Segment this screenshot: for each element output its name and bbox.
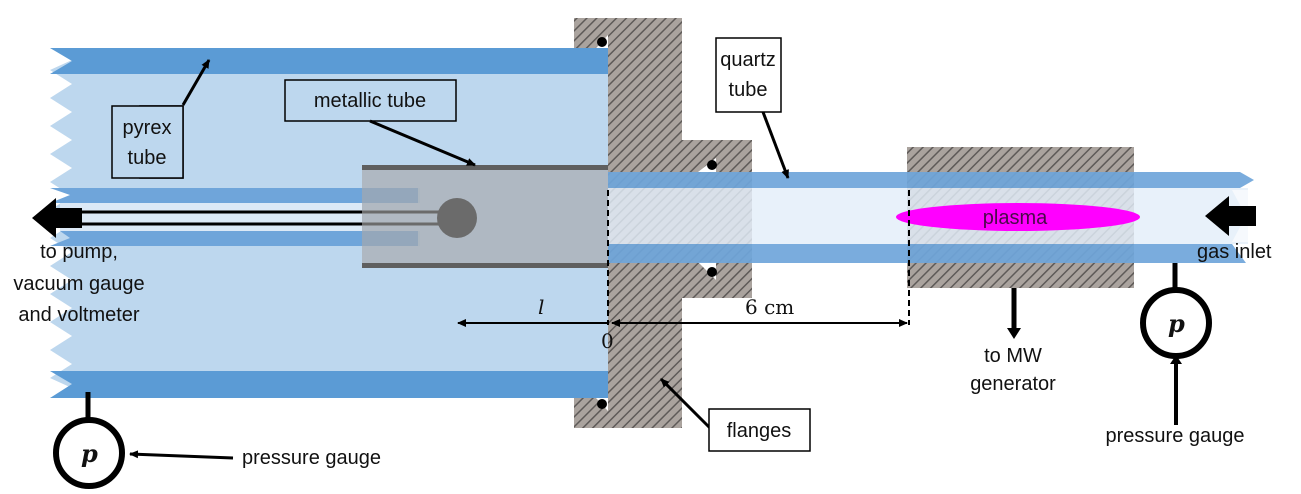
- distance-label: 6 cm: [745, 295, 794, 319]
- metallic-tube-callout-line: [369, 119, 476, 167]
- pump-outflow-arrow-icon: [32, 198, 82, 238]
- flanges-callout-box: [708, 408, 811, 452]
- pyrex-tube-top-wall: [50, 48, 608, 74]
- o-ring-quartz-top: [707, 160, 717, 170]
- mw-generator-arrow-icon: [1007, 328, 1021, 339]
- plasma: [896, 203, 1140, 231]
- probe-wires: [82, 198, 477, 238]
- flanges-label: flanges: [727, 420, 792, 442]
- quartz-tube-callout-box: [715, 37, 782, 113]
- gas-inlet-arrow-icon: [1205, 196, 1256, 236]
- pressure-gauge-left: p: [53, 392, 234, 489]
- o-ring-bottom: [597, 399, 607, 409]
- metallic-tube: [362, 165, 608, 268]
- pressure-gauge-right-label: pressure gauge: [1106, 425, 1245, 447]
- pump-connection-tube: [50, 188, 420, 246]
- pressure-gauge-left-symbol: p: [81, 439, 98, 468]
- quartz-tube-top-wall: [608, 172, 1254, 188]
- pyrex-tube-bottom-wall: [50, 371, 608, 398]
- quartz-label-line1: quartz: [720, 49, 776, 71]
- pressure-gauge-right-symbol: p: [1168, 309, 1185, 338]
- pressure-gauge-left-label: pressure gauge: [242, 447, 381, 469]
- quartz-tube: [608, 172, 1254, 263]
- pyrex-label-line1: pyrex: [123, 117, 172, 139]
- gas-inlet-label: gas inlet: [1197, 241, 1272, 263]
- pump-label-line2: vacuum gauge: [13, 273, 144, 295]
- flanges-callout-line: [659, 377, 712, 430]
- plasma-label: plasma: [983, 207, 1048, 229]
- pressure-gauge-right: p: [1140, 263, 1212, 425]
- quartz-tube-bottom-wall: [608, 244, 1246, 263]
- quartz-label-line2: tube: [729, 79, 768, 101]
- origin-label: 0: [601, 329, 614, 353]
- quartz-tube-callout-line: [761, 111, 790, 179]
- pyrex-label-line2: tube: [128, 147, 167, 169]
- pump-label-line3: and voltmeter: [18, 304, 140, 326]
- metallic-tube-label: metallic tube: [314, 90, 426, 112]
- probe-head: [437, 198, 477, 238]
- mw-generator-label-line2: generator: [970, 373, 1056, 395]
- mw-generator-label-line1: to MW: [984, 345, 1042, 367]
- pump-label-line1: to pump,: [40, 241, 118, 263]
- l-dimension-label: l: [538, 295, 544, 319]
- o-ring-top: [597, 37, 607, 47]
- pyrex-callout-line: [181, 59, 211, 106]
- o-ring-quartz-bottom: [707, 267, 717, 277]
- pressure-gauge-left-icon: [53, 417, 125, 489]
